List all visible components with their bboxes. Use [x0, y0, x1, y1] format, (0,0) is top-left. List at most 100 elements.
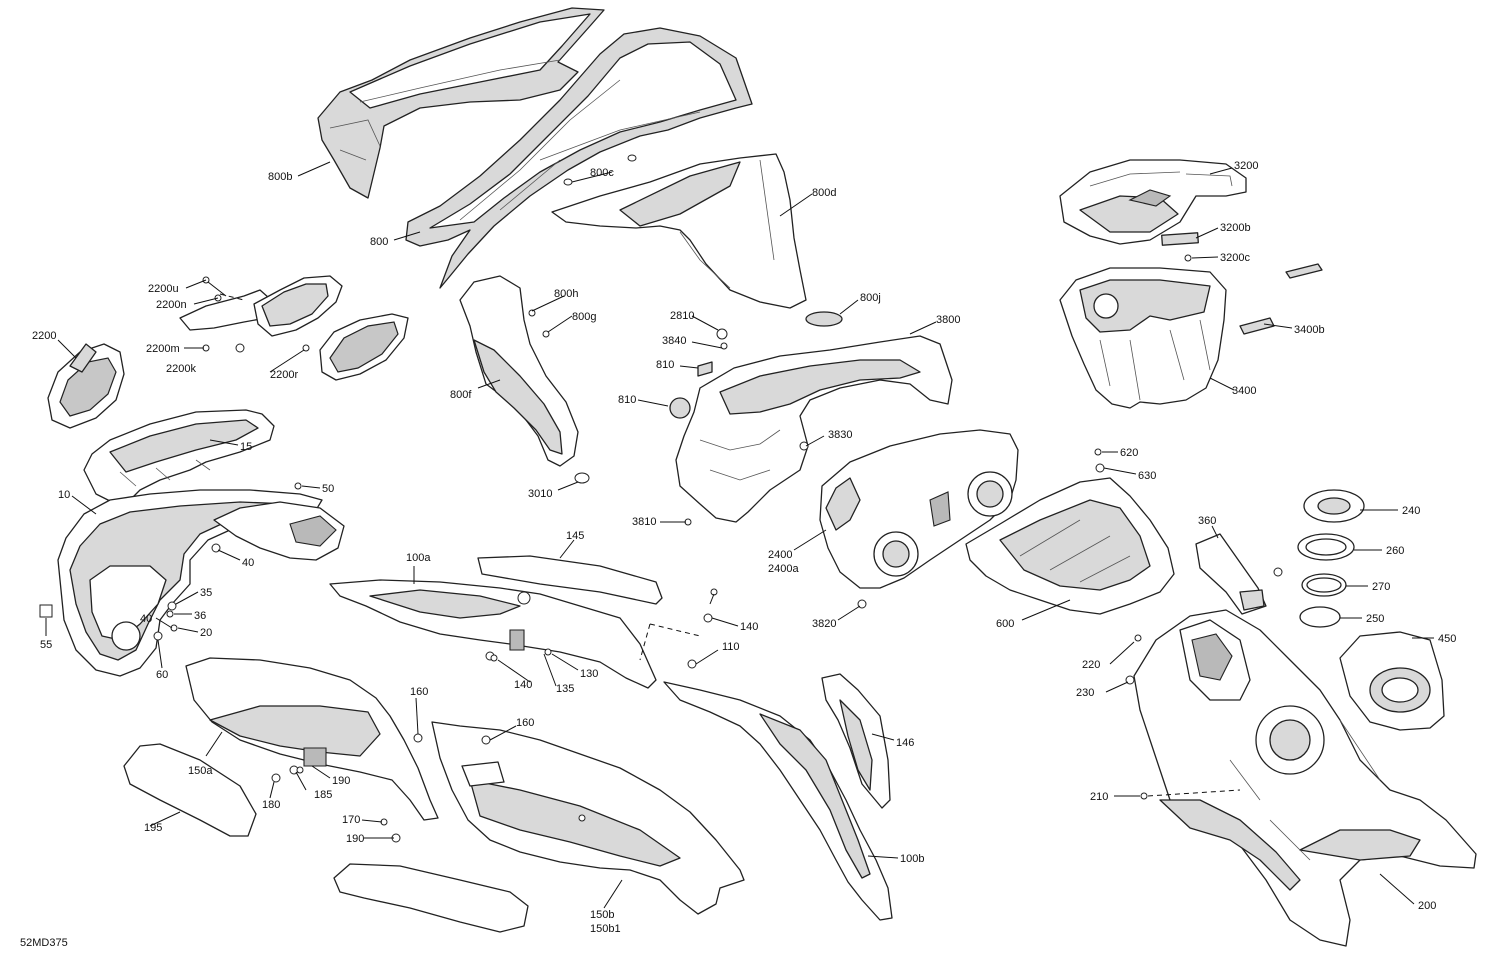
- callout-630: 630: [1138, 470, 1156, 482]
- callout-220: 220: [1082, 659, 1100, 671]
- callout-190a: 190: [332, 775, 350, 787]
- callout-210: 210: [1090, 791, 1108, 803]
- callout-185: 185: [314, 789, 332, 801]
- callout-450: 450: [1438, 633, 1456, 645]
- callout-620: 620: [1120, 447, 1138, 459]
- part-2200-mirror-left: [47, 343, 125, 429]
- callout-55: 55: [40, 639, 52, 651]
- part-2400-headlight: [819, 429, 1019, 609]
- part-800b-upper-fairing: [317, 7, 605, 199]
- part-100a-lower-trim: [329, 579, 657, 689]
- callout-140b: 140: [514, 679, 532, 691]
- callout-800g: 800g: [572, 311, 596, 323]
- callout-3400: 3400: [1232, 385, 1256, 397]
- callout-2200: 2200: [32, 330, 56, 342]
- callout-36: 36: [194, 610, 206, 622]
- part-3400b-strip-a: [1285, 263, 1323, 279]
- mirror-fasteners: [202, 276, 310, 353]
- callout-180: 180: [262, 799, 280, 811]
- callout-110: 110: [722, 641, 740, 653]
- callout-3200: 3200: [1234, 160, 1258, 172]
- callout-3830: 3830: [828, 429, 852, 441]
- part-3400-bin: [1059, 267, 1227, 409]
- callout-600: 600: [996, 618, 1014, 630]
- part-146-side-trim: [821, 673, 891, 809]
- part-150b-lower-trim: [333, 863, 529, 933]
- part-150a-side-panel: [185, 657, 439, 821]
- callout-2200r: 2200r: [270, 369, 298, 381]
- leader-lines: [45, 161, 1434, 909]
- part-800d-side-fairing: [551, 153, 807, 309]
- fuel-cap-rings: [1297, 489, 1365, 628]
- callout-140a: 140: [740, 621, 758, 633]
- callout-3810: 3810: [632, 516, 656, 528]
- part-600-inner-panel: [965, 448, 1175, 615]
- callout-150b: 150b: [590, 909, 614, 921]
- side-panel-fasteners: [271, 765, 401, 843]
- part-800j-lens: [805, 311, 843, 327]
- callout-800: 800: [370, 236, 388, 248]
- callout-800b: 800b: [268, 171, 292, 183]
- callout-200: 200: [1418, 900, 1436, 912]
- part-800g-screw: [542, 330, 550, 338]
- part-200-tank-cover: [1133, 609, 1477, 947]
- callout-40a: 40: [242, 557, 254, 569]
- part-100b-side-panel: [663, 681, 893, 921]
- callout-810b: 810: [618, 394, 636, 406]
- callout-195: 195: [144, 822, 162, 834]
- callout-160b: 160: [516, 717, 534, 729]
- callout-100a: 100a: [406, 552, 431, 564]
- callout-60: 60: [156, 669, 168, 681]
- part-2200-mirror-right: [319, 313, 409, 381]
- callout-190b: 190: [346, 833, 364, 845]
- callout-3840: 3840: [662, 335, 686, 347]
- part-250-ring: [1299, 606, 1341, 628]
- part-800f-vertical-panel: [459, 275, 590, 484]
- part-10-front-nose: [57, 489, 345, 677]
- callout-20: 20: [200, 627, 212, 639]
- part-15-upper-nose: [83, 409, 275, 503]
- callout-270: 270: [1372, 581, 1390, 593]
- callout-240: 240: [1402, 505, 1420, 517]
- part-800h-clip: [528, 309, 536, 317]
- callout-160a: 160: [410, 686, 428, 698]
- callout-2810: 2810: [670, 310, 694, 322]
- callout-250: 250: [1366, 613, 1384, 625]
- callout-800c: 800c: [590, 167, 614, 179]
- document-code: 52MD375: [20, 937, 68, 949]
- callout-800h: 800h: [554, 288, 578, 300]
- callout-35: 35: [200, 587, 212, 599]
- callout-15: 15: [240, 441, 252, 453]
- callout-40b: 40: [140, 613, 152, 625]
- callout-3400b: 3400b: [1294, 324, 1325, 336]
- callout-800f: 800f: [450, 389, 472, 401]
- callout-2200n: 2200n: [156, 299, 187, 311]
- part-3200-cover: [1059, 159, 1247, 245]
- callout-labels: 800b 800c 800d 800 800h 800g 800f 800j 3…: [20, 160, 1456, 949]
- part-3800-support: [669, 328, 953, 526]
- callout-230: 230: [1076, 687, 1094, 699]
- part-3200c-screw: [1184, 254, 1192, 262]
- part-195-trim: [123, 743, 257, 837]
- callout-150a: 150a: [188, 765, 213, 777]
- part-450-fuel-filler: [1339, 631, 1445, 731]
- callout-145: 145: [566, 530, 584, 542]
- callout-260: 260: [1386, 545, 1404, 557]
- part-3400b-strip-b: [1239, 317, 1275, 335]
- callout-360: 360: [1198, 515, 1216, 527]
- callout-3010: 3010: [528, 488, 552, 500]
- callout-2200m: 2200m: [146, 343, 180, 355]
- callout-170: 170: [342, 814, 360, 826]
- part-150b-side-panel: [431, 721, 745, 915]
- callout-2200u: 2200u: [148, 283, 179, 295]
- part-360-bracket: [1195, 533, 1267, 615]
- callout-3200c: 3200c: [1220, 252, 1250, 264]
- callout-800d: 800d: [812, 187, 836, 199]
- callout-3820: 3820: [812, 618, 836, 630]
- callout-2400: 2400: [768, 549, 792, 561]
- part-2200-mirror-stem: [179, 275, 343, 337]
- callout-3200b: 3200b: [1220, 222, 1251, 234]
- callout-800j: 800j: [860, 292, 881, 304]
- callout-150b1: 150b1: [590, 923, 621, 935]
